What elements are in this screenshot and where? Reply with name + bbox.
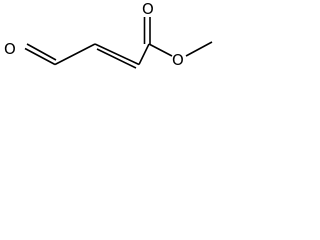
atom-label-ester-oxygen: O: [172, 51, 184, 69]
bond-o-methyl: [185, 41, 213, 57]
atom-label-aldehyde-oxygen: O: [4, 40, 16, 58]
bond-c3-c4: [138, 43, 150, 65]
bond-alkene-1: [94, 43, 140, 66]
atom-label-carbonyl-oxygen: O: [142, 0, 154, 18]
bond-c1-c2: [54, 43, 96, 66]
bond-ester-c-o: [148, 43, 173, 57]
bond-aldehyde-co-1: [24, 47, 56, 66]
chemical-structure: O O O: [4, 0, 213, 69]
bond-alkene-2: [96, 48, 137, 69]
bond-aldehyde-co-2: [26, 43, 57, 61]
